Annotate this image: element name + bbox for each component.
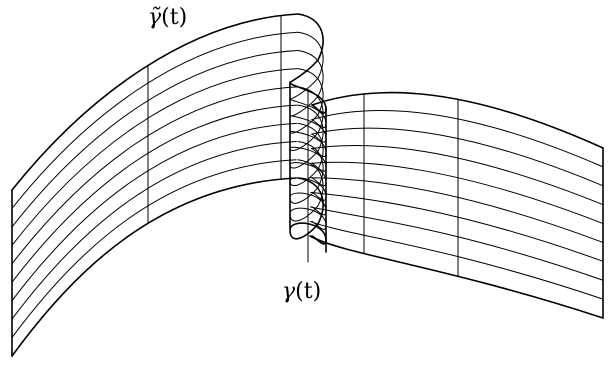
left-fiber-4 — [11, 86, 298, 265]
left-fiber-8 — [11, 159, 297, 339]
right-fiber-7 — [309, 206, 604, 281]
left-fiber-7 — [11, 141, 297, 320]
surface-outline — [11, 81, 604, 357]
gamma-arg: (t) — [295, 279, 321, 304]
right-fiber-2 — [311, 127, 604, 187]
left-fiber-1 — [11, 31, 299, 209]
left-fiber-2 — [11, 49, 299, 228]
gamma-tilde-label: γ̃(t) — [148, 5, 187, 30]
right-fiber-3 — [310, 144, 604, 206]
gamma-tilde-symbol: γ̃ — [148, 5, 162, 30]
right-fiber-9 — [309, 235, 604, 319]
left-fiber-9 — [11, 177, 297, 357]
fold-fiber-9 — [289, 177, 327, 245]
right-fiber-6 — [310, 191, 604, 262]
left-fiber-5 — [11, 104, 298, 283]
fiber-lines — [11, 13, 604, 357]
gamma-symbol: γ — [282, 279, 296, 304]
vertical-lines — [147, 15, 459, 277]
gamma-tilde-arg: (t) — [161, 5, 187, 30]
right-fiber-0 — [311, 91, 604, 149]
right-fiber-4 — [310, 161, 604, 225]
left-fiber-3 — [11, 68, 298, 246]
right-fiber-1 — [311, 110, 604, 168]
left-fiber-0 — [11, 13, 299, 191]
gamma-label: γ(t) — [282, 279, 321, 304]
right-fiber-8 — [309, 220, 604, 300]
right-fiber-5 — [310, 177, 604, 243]
left-fiber-6 — [11, 122, 298, 302]
